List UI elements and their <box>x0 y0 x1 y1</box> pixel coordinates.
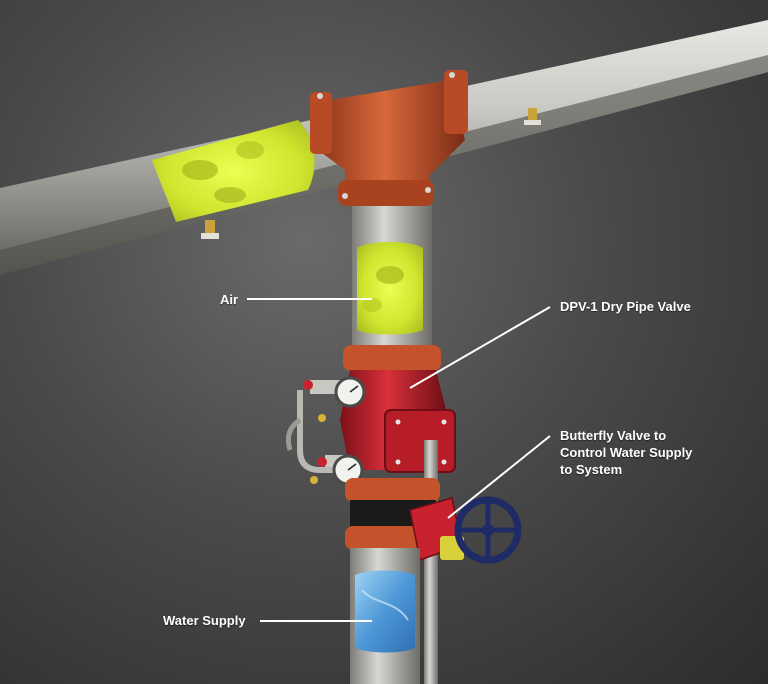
callout-line-dpv <box>409 306 551 389</box>
sprinkler-right <box>524 108 541 125</box>
dpv-valve-body <box>340 370 456 473</box>
air-cutaway-riser <box>357 242 423 335</box>
trim-valve-handles <box>303 380 327 484</box>
label-dpv-valve: DPV-1 Dry Pipe Valve <box>560 299 691 314</box>
label-air: Air <box>220 292 239 307</box>
drain-pipe <box>424 440 438 684</box>
label-water-supply: Water Supply <box>163 613 246 628</box>
air-cutaway-main <box>152 120 315 222</box>
pressure-gauge-upper <box>334 376 366 408</box>
tee-fitting <box>310 70 468 206</box>
callout-line-butterfly <box>447 435 551 519</box>
butterfly-handwheel <box>454 496 522 564</box>
upper-coupling <box>343 345 441 371</box>
label-butterfly-valve: Butterfly Valve to Control Water Supply … <box>560 428 693 477</box>
callout-lines <box>247 298 551 622</box>
water-cutaway <box>355 570 415 653</box>
sprinkler-left <box>201 220 219 239</box>
